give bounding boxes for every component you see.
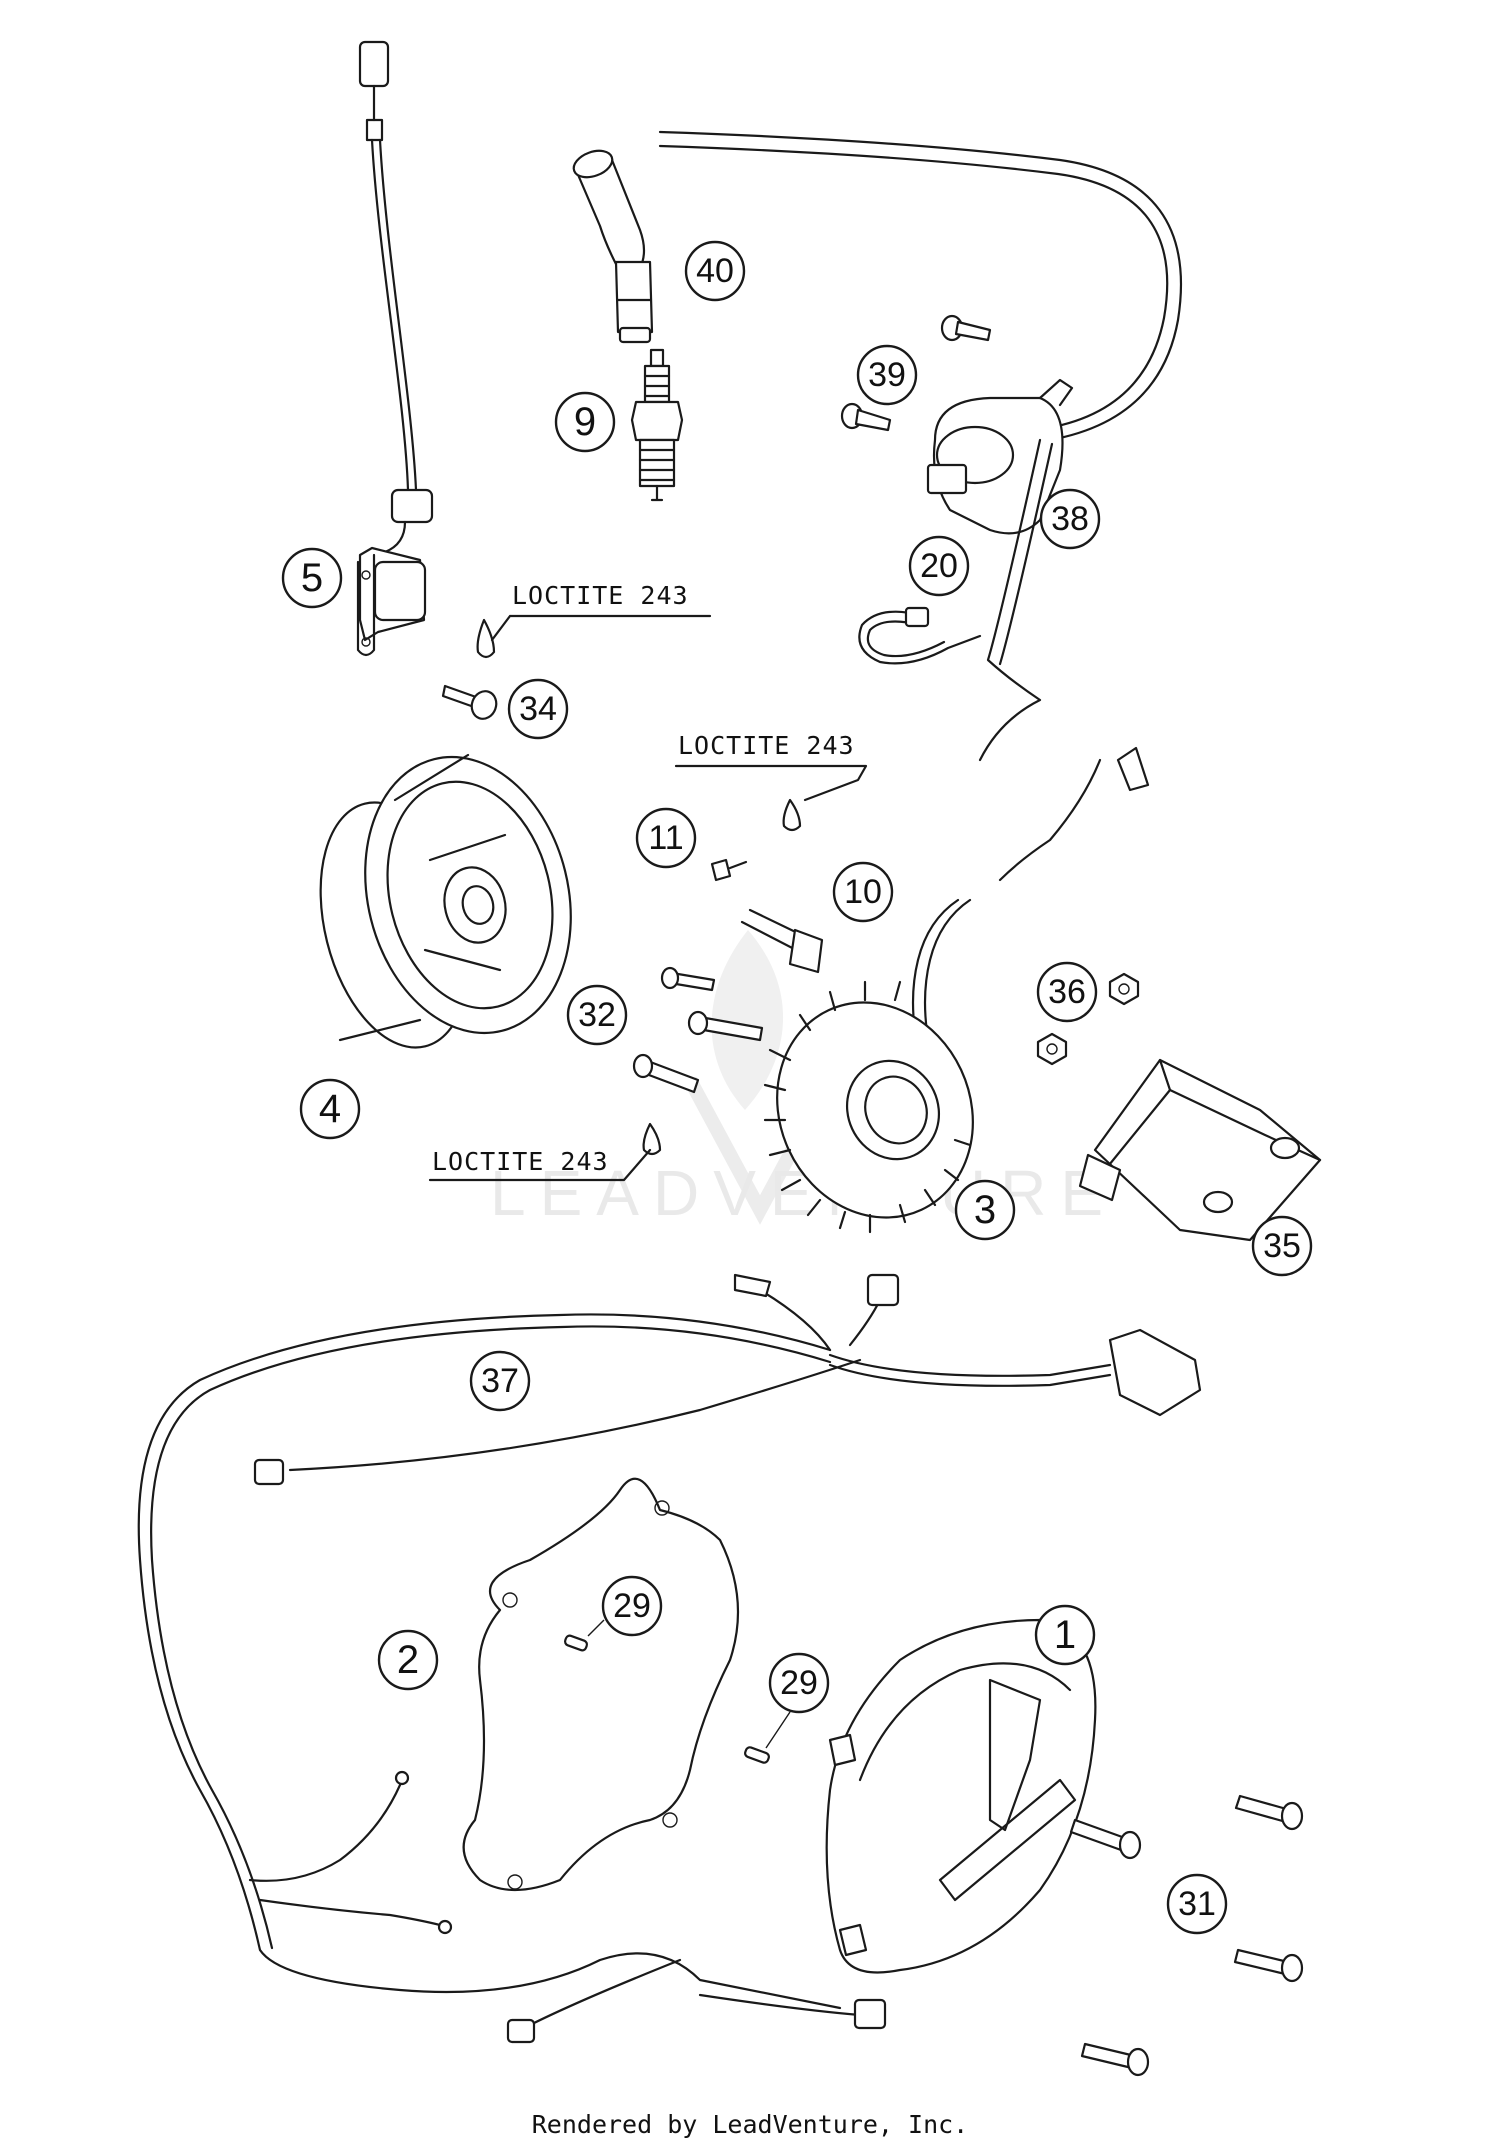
callout-36: 36 [1036, 961, 1098, 1023]
part-40-spark-plug-cap [572, 149, 654, 344]
callout-37-label: 37 [481, 1362, 519, 1400]
callout-10-label: 10 [844, 873, 882, 911]
part-37-wiring-harness [137, 1273, 1202, 2044]
part-39-screws [840, 314, 992, 432]
callout-38: 38 [1039, 488, 1101, 550]
callout-29a: 29 [601, 1575, 663, 1637]
part-20-cable-tie [858, 606, 982, 665]
callout-40: 40 [684, 240, 746, 302]
callout-9: 9 [554, 391, 616, 453]
part-11-screw [710, 798, 802, 882]
callout-38-label: 38 [1051, 500, 1089, 538]
callout-36-label: 36 [1048, 973, 1086, 1011]
callout-40-label: 40 [696, 252, 734, 290]
part-5-pickup-sensor [356, 40, 434, 657]
callout-39-label: 39 [868, 356, 906, 394]
part-4-flywheel [319, 753, 572, 1049]
leader-29b [765, 1711, 791, 1749]
loctite-note-2-text: LOCTITE 243 [678, 731, 855, 760]
loctite-note-2: LOCTITE 243 [674, 731, 868, 802]
callout-5: 5 [281, 547, 343, 609]
callout-31: 31 [1166, 1873, 1228, 1935]
callout-35-label: 35 [1263, 1227, 1301, 1265]
part-32-screws [632, 966, 764, 1156]
callout-4: 4 [299, 1078, 361, 1140]
leader-29a [587, 1619, 605, 1637]
callout-37: 37 [469, 1350, 531, 1412]
loctite-note-3-text: LOCTITE 243 [432, 1147, 609, 1176]
part-3-stator [763, 438, 1150, 1234]
callout-39: 39 [856, 344, 918, 406]
loctite-note-1: LOCTITE 243 [490, 581, 712, 642]
callout-32: 32 [566, 984, 628, 1046]
loctite-note-1-text: LOCTITE 243 [512, 581, 689, 610]
callout-1: 1 [1034, 1604, 1096, 1666]
callout-29b-label: 29 [780, 1664, 818, 1702]
callout-32-label: 32 [578, 996, 616, 1034]
callout-10: 10 [832, 861, 894, 923]
callout-4-label: 4 [319, 1087, 341, 1131]
callout-11: 11 [635, 807, 697, 869]
callout-5-label: 5 [301, 556, 323, 600]
part-34-screw [441, 618, 498, 720]
callout-29b: 29 [768, 1652, 830, 1714]
callout-20: 20 [908, 535, 970, 597]
callout-35: 35 [1251, 1215, 1313, 1277]
part-9-spark-plug [630, 348, 684, 502]
callout-9-label: 9 [574, 400, 596, 444]
callout-31-label: 31 [1178, 1885, 1216, 1923]
callout-34: 34 [507, 678, 569, 740]
footer-credit: Rendered by LeadVenture, Inc. [531, 2110, 969, 2139]
callout-2: 2 [377, 1629, 439, 1691]
part-31-bolts [1069, 1794, 1304, 2077]
callout-11-label: 11 [648, 819, 683, 857]
part-36-nuts [1036, 972, 1140, 1066]
callout-3-label: 3 [974, 1188, 996, 1232]
loctite-note-3: LOCTITE 243 [428, 1147, 652, 1182]
part-29-dowel-pins [563, 1634, 770, 1764]
part-35-voltage-regulator [1078, 1058, 1322, 1242]
callout-2-label: 2 [397, 1638, 419, 1682]
callout-34-label: 34 [519, 690, 557, 728]
part-1-ignition-cover [825, 1618, 1097, 1974]
callout-3: 3 [954, 1179, 1016, 1241]
callout-1-label: 1 [1054, 1613, 1076, 1657]
callout-20-label: 20 [920, 547, 958, 585]
part-2-gasket [462, 1477, 740, 1892]
callout-29a-label: 29 [613, 1587, 651, 1625]
part-10-cable-clip [740, 908, 824, 974]
part-38-ignition-coil [658, 130, 1183, 535]
